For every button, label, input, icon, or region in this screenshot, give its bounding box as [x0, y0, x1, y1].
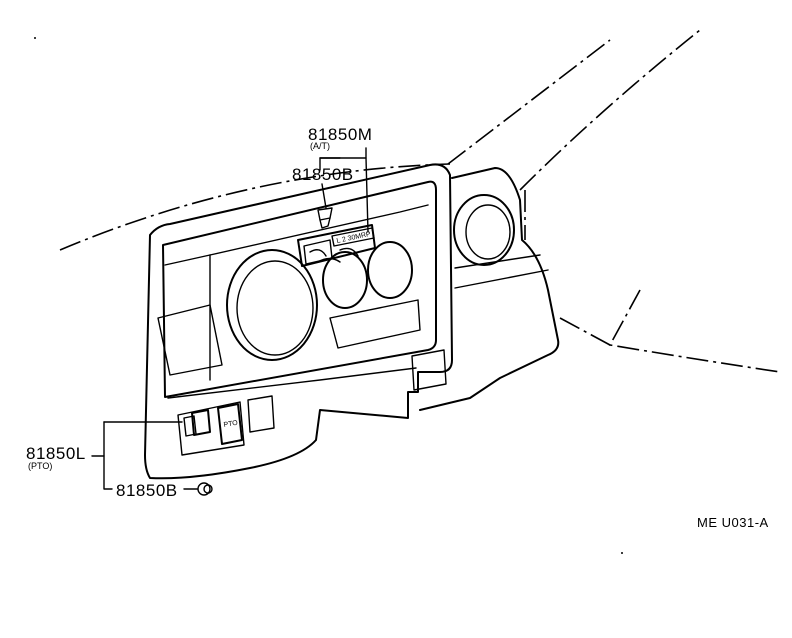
right-pod-gauge-inner — [465, 204, 511, 260]
part-note-pto: (PTO) — [28, 461, 52, 471]
indicator-text: L 2 30MRP — [336, 231, 372, 245]
lower-display — [329, 299, 421, 349]
pillar-outline-left — [447, 39, 611, 165]
switch-blank-right — [411, 349, 447, 391]
right-pod-lower-face — [454, 269, 549, 289]
clip-top — [317, 207, 333, 229]
clip-bottom — [197, 482, 213, 496]
right-pod-gauge — [453, 194, 515, 266]
lower-dash-line — [559, 317, 611, 346]
left-panel — [157, 304, 223, 376]
lower-panel-face — [167, 367, 417, 399]
bezel-top-face — [164, 204, 429, 266]
right-pod-shelf — [454, 254, 541, 269]
gauge-left — [322, 251, 368, 309]
speck-2 — [621, 552, 623, 554]
diagram-code: ME U031-A — [697, 515, 769, 530]
speck-1 — [34, 37, 36, 39]
indicator-module: L 2 30MRP — [297, 224, 376, 267]
part-note-at: (A/T) — [310, 141, 330, 151]
pto-switch-text: PTO — [223, 420, 239, 429]
cluster-hood-inner — [162, 180, 437, 398]
speedometer-inner — [236, 260, 314, 356]
cluster-hood — [144, 163, 453, 480]
part-number-81850b-top: 81850B — [292, 165, 354, 184]
pillar-outline-right — [519, 29, 701, 191]
leader-left-bracket — [103, 421, 113, 490]
part-number-81850b-bottom: 81850B — [116, 481, 178, 500]
pto-switch-assembly: PTO — [177, 395, 275, 456]
part-number-81850l: 81850L — [26, 444, 86, 463]
speedometer-dial — [226, 249, 318, 361]
gauge-right — [367, 241, 413, 299]
right-pod — [419, 167, 560, 411]
windshield-outline — [59, 163, 451, 251]
door-line — [608, 289, 781, 373]
part-number-81850m: 81850M — [308, 125, 372, 144]
